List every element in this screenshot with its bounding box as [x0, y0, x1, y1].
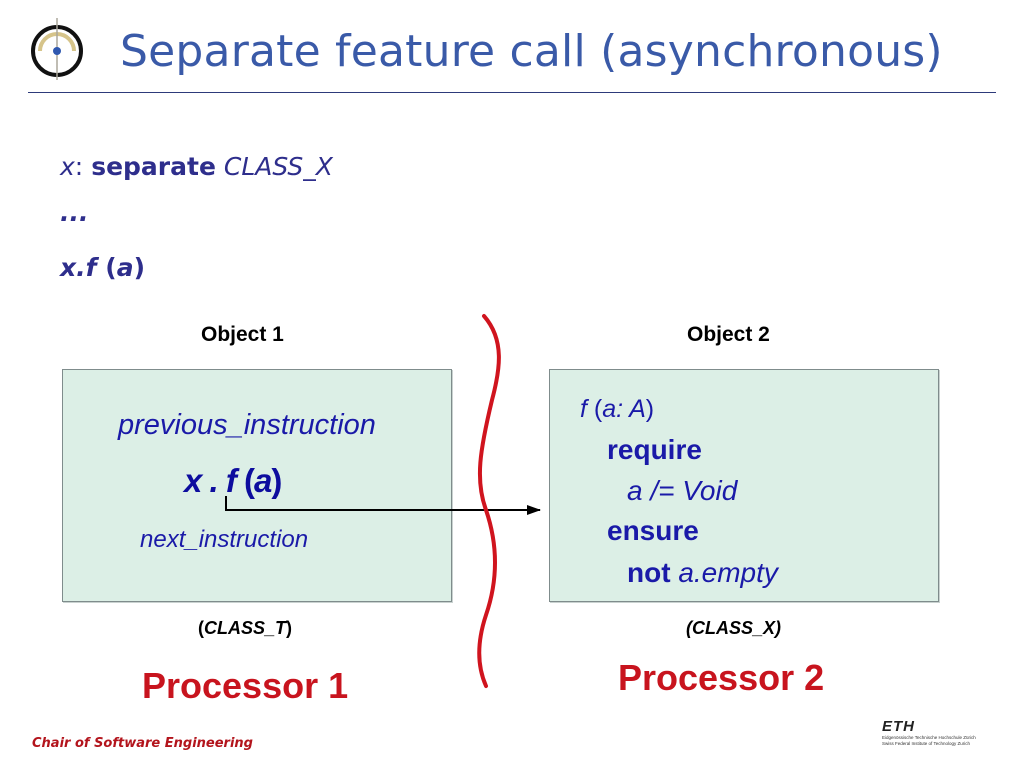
class-x-label: (CLASS_X): [686, 618, 782, 638]
code-call-feature: f: [85, 253, 97, 282]
postcondition-line: not a.empty: [627, 557, 778, 589]
precondition: a /= Void: [627, 475, 738, 506]
object1-call-dot: .: [209, 462, 219, 499]
processor1-label: Processor 1: [142, 665, 349, 706]
eth-logo: ETH Eidgenössische Technische Hochschule…: [882, 718, 1000, 752]
object1-call-feature: f: [225, 462, 237, 499]
chair-logo-icon: [31, 18, 83, 80]
signature-feature: f: [580, 395, 587, 423]
code-call-target: x: [60, 253, 77, 282]
code-keyword-separate: separate: [91, 152, 216, 181]
signature-close: ): [645, 395, 655, 423]
code-line-ellipsis: ...: [60, 198, 89, 227]
code-line-call: x.f (a): [60, 253, 145, 282]
previous-instruction: previous_instruction: [118, 409, 376, 441]
object2-box: [549, 369, 939, 602]
postcondition: a.empty: [678, 557, 778, 588]
footer-text: Chair of Software Engineering: [32, 736, 253, 751]
code-var: x: [60, 152, 75, 181]
code-call-arg: a: [116, 253, 134, 282]
code-colon: :: [74, 152, 84, 181]
code-call-open: (: [105, 253, 117, 282]
object1-call-close: ): [271, 462, 282, 499]
code-call-close: ): [133, 253, 145, 282]
slide-title: Separate feature call (asynchronous): [120, 26, 943, 77]
object1-call-open: (: [244, 462, 255, 499]
object1-call: x . f (a): [184, 462, 282, 500]
eth-logo-line2: Swiss Federal Institute of Technology Zu…: [882, 741, 970, 746]
object2-label: Object 2: [687, 323, 770, 346]
class-t-name: CLASS_T: [204, 618, 287, 638]
next-instruction: next_instruction: [140, 526, 309, 553]
object1-call-arg: a: [254, 462, 272, 499]
object1-label: Object 1: [201, 323, 284, 346]
class-t-open: (: [198, 618, 204, 638]
ensure-keyword: ensure: [607, 515, 699, 546]
signature-param: a: A: [602, 395, 646, 423]
signature-open: (: [593, 395, 603, 423]
require-keyword: require: [607, 434, 702, 465]
eth-logo-line1: Eidgenössische Technische Hochschule Zür…: [882, 735, 976, 740]
code-line-declaration: x: separate CLASS_X: [60, 152, 333, 181]
processor-separator: [477, 314, 501, 688]
processor2-label: Processor 2: [618, 657, 825, 698]
code-call-dot: .: [76, 253, 86, 282]
not-keyword: not: [627, 557, 671, 588]
class-t-close: ): [286, 618, 293, 638]
title-divider: [28, 92, 996, 93]
eth-logo-text: ETH: [882, 718, 915, 735]
feature-signature: f (a: A): [580, 395, 654, 424]
call-arrow: [225, 496, 541, 515]
object1-box: [62, 369, 452, 602]
object1-call-target: x: [184, 462, 202, 499]
code-type: CLASS_X: [223, 152, 333, 181]
class-t-label: (CLASS_T): [198, 618, 292, 639]
